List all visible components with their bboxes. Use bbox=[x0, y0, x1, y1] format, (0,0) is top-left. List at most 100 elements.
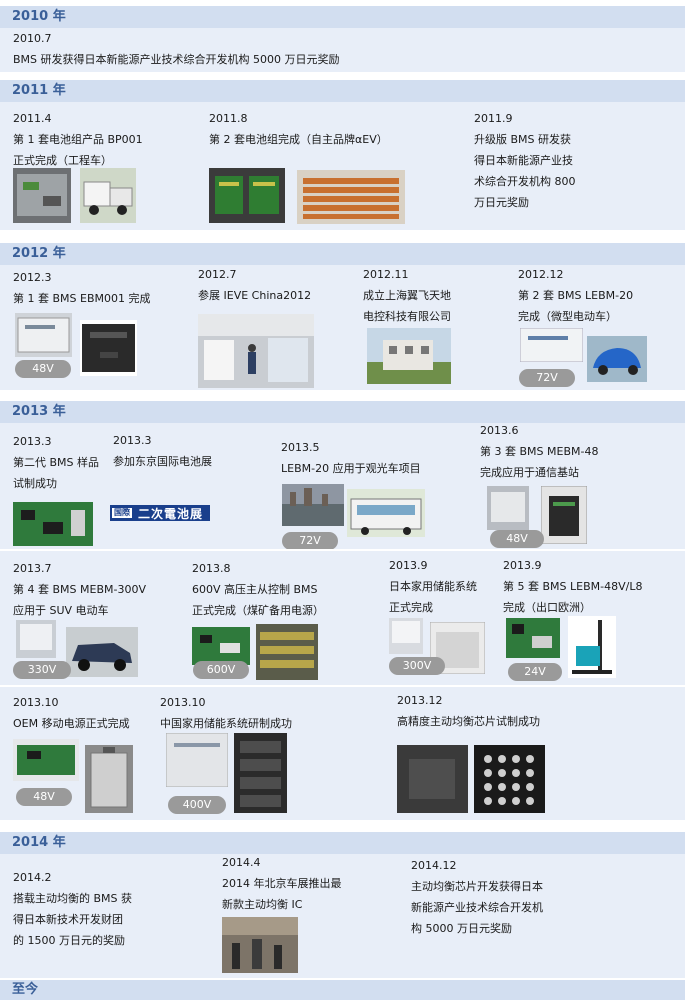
voltage-badge: 24V bbox=[508, 663, 562, 681]
voltage-badge: 72V bbox=[519, 369, 575, 387]
suv-photo bbox=[66, 627, 138, 677]
event-date: 2013.3 bbox=[113, 434, 152, 447]
event-date: 2012.12 bbox=[518, 268, 564, 281]
event-text: 得日本新能源产业技 bbox=[474, 154, 573, 167]
bms-module-photo bbox=[16, 620, 56, 658]
bms-box-photo bbox=[487, 486, 529, 530]
event-text: 的 1500 万日元的奖励 bbox=[13, 934, 125, 947]
event-date: 2013.6 bbox=[480, 424, 519, 437]
event-text: 第 2 套电池组完成（自主品牌αEV） bbox=[209, 133, 388, 146]
event-date: 2013.12 bbox=[397, 694, 443, 707]
voltage-badge: 48V bbox=[15, 360, 71, 378]
pcb-board-photo bbox=[13, 502, 93, 546]
voltage-badge: 400V bbox=[168, 796, 226, 814]
event-text: 第 4 套 BMS MEBM-300V bbox=[13, 583, 146, 596]
auto-show-photo bbox=[222, 917, 298, 973]
event-date: 2010.7 bbox=[13, 32, 52, 45]
event-2013-3-sample: 2013.3 第二代 BMS 样品 试制成功 bbox=[13, 431, 99, 494]
row-divider bbox=[0, 549, 685, 551]
mine-battery-photo bbox=[256, 624, 318, 680]
bms-board-photo bbox=[15, 313, 72, 357]
event-2012-3: 2012.3 第 1 套 BMS EBM001 完成 bbox=[13, 267, 150, 309]
event-text: 第 3 套 BMS MEBM-48 bbox=[480, 445, 599, 458]
event-2013-5: 2013.5 LEBM-20 应用于观光车项目 bbox=[281, 437, 421, 479]
event-text: 2014 年北京车展推出最 bbox=[222, 877, 342, 890]
event-2013-3-expo: 2013.3 参加东京国际电池展 bbox=[113, 430, 212, 472]
battery-cells-photo bbox=[297, 170, 405, 224]
event-date: 2013.5 bbox=[281, 441, 320, 454]
sightseeing-bus-photo bbox=[347, 489, 425, 537]
event-date: 2013.10 bbox=[160, 696, 206, 709]
event-date: 2012.3 bbox=[13, 271, 52, 284]
chip-closeup-photo bbox=[397, 745, 468, 813]
event-date: 2013.9 bbox=[503, 559, 542, 572]
event-text: 第 5 套 BMS LEBM-48V/L8 bbox=[503, 580, 643, 593]
event-2013-12: 2013.12 高精度主动均衡芯片试制成功 bbox=[397, 690, 540, 732]
event-text: 升级版 BMS 研发获 bbox=[474, 133, 572, 146]
voltage-badge: 330V bbox=[13, 661, 71, 679]
event-text: LEBM-20 应用于观光车项目 bbox=[281, 462, 421, 475]
bms-unit-photo bbox=[520, 328, 583, 362]
event-date: 2014.12 bbox=[411, 859, 457, 872]
event-text: 完成（微型电动车） bbox=[518, 310, 617, 323]
voltage-badge: 72V bbox=[282, 532, 338, 550]
event-text: 新款主动均衡 IC bbox=[222, 898, 303, 911]
chip-array-photo bbox=[474, 745, 545, 813]
year-heading-2013: 2013 年 bbox=[0, 401, 685, 423]
oem-board-photo bbox=[13, 739, 79, 781]
event-date: 2011.9 bbox=[474, 112, 513, 125]
event-date: 2011.8 bbox=[209, 112, 248, 125]
telecom-cabinet-photo bbox=[541, 486, 587, 544]
event-text: 试制成功 bbox=[13, 477, 57, 490]
battery-modules-photo bbox=[209, 168, 285, 223]
event-2011-8: 2011.8 第 2 套电池组完成（自主品牌αEV） bbox=[209, 108, 388, 150]
office-building-photo bbox=[367, 328, 451, 384]
event-2012-7: 2012.7 参展 IEVE China2012 bbox=[198, 264, 311, 306]
event-text: BMS 研发获得日本新能源产业技术综合开发机构 5000 万日元奖励 bbox=[13, 53, 340, 66]
storage-cabinet-photo bbox=[430, 622, 485, 674]
event-text: 正式完成 bbox=[389, 601, 433, 614]
event-2013-10-oem: 2013.10 OEM 移动电源正式完成 bbox=[13, 692, 130, 734]
event-date: 2014.2 bbox=[13, 871, 52, 884]
event-text: 参加东京国际电池展 bbox=[113, 455, 212, 468]
event-text: 第二代 BMS 样品 bbox=[13, 456, 100, 469]
event-2010-7: 2010.7 BMS 研发获得日本新能源产业技术综合开发机构 5000 万日元奖… bbox=[13, 28, 340, 70]
event-text: 正式完成（工程车） bbox=[13, 154, 112, 167]
event-2014-2: 2014.2 搭载主动均衡的 BMS 获 得日本新技术开发财团 的 1500 万… bbox=[13, 867, 132, 951]
exhibition-booth-photo bbox=[198, 314, 314, 388]
event-date: 2012.11 bbox=[363, 268, 409, 281]
home-storage-photo bbox=[166, 733, 228, 787]
timeline-row-2010 bbox=[0, 28, 685, 72]
storage-rack-photo bbox=[234, 733, 287, 813]
event-text: 完成应用于通信基站 bbox=[480, 466, 579, 479]
battery-expo-banner: 国際 二次電池展 bbox=[110, 505, 210, 521]
event-2011-4: 2011.4 第 1 套电池组产品 BP001 正式完成（工程车） bbox=[13, 108, 143, 171]
event-2013-9-japan: 2013.9 日本家用储能系统 正式完成 bbox=[389, 555, 477, 618]
event-text: 参展 IEVE China2012 bbox=[198, 289, 312, 302]
year-heading-2014: 2014 年 bbox=[0, 832, 685, 854]
event-text: 应用于 SUV 电动车 bbox=[13, 604, 109, 617]
event-text: 成立上海翼飞天地 bbox=[363, 289, 451, 302]
event-text: 第 1 套 BMS EBM001 完成 bbox=[13, 292, 151, 305]
timeline-row-2014 bbox=[0, 854, 685, 978]
l8-board-photo bbox=[506, 618, 560, 658]
voltage-badge: 48V bbox=[490, 530, 544, 548]
banner-title: 二次電池展 bbox=[138, 506, 204, 521]
event-date: 2013.3 bbox=[13, 435, 52, 448]
event-2011-9: 2011.9 升级版 BMS 研发获 得日本新能源产业技 术综合开发机构 800… bbox=[474, 108, 576, 213]
event-2013-10-china: 2013.10 中国家用储能系统研制成功 bbox=[160, 692, 292, 734]
event-text: 新能源产业技术综合开发机 bbox=[411, 901, 543, 914]
year-heading-2012: 2012 年 bbox=[0, 243, 685, 265]
bms-cabinet-photo bbox=[80, 320, 137, 376]
event-date: 2011.4 bbox=[13, 112, 52, 125]
event-text: 日本家用储能系统 bbox=[389, 580, 477, 593]
event-text: 万日元奖励 bbox=[474, 196, 529, 209]
event-text: 第 1 套电池组产品 BP001 bbox=[13, 133, 143, 146]
event-2014-4: 2014.4 2014 年北京车展推出最 新款主动均衡 IC bbox=[222, 852, 342, 915]
event-date: 2013.8 bbox=[192, 562, 231, 575]
event-text: 搭载主动均衡的 BMS 获 bbox=[13, 892, 133, 905]
storage-module-photo bbox=[389, 618, 423, 654]
event-text: 得日本新技术开发财团 bbox=[13, 913, 123, 926]
mobile-power-photo bbox=[85, 745, 133, 813]
event-text: 第 2 套 BMS LEBM-20 bbox=[518, 289, 634, 302]
